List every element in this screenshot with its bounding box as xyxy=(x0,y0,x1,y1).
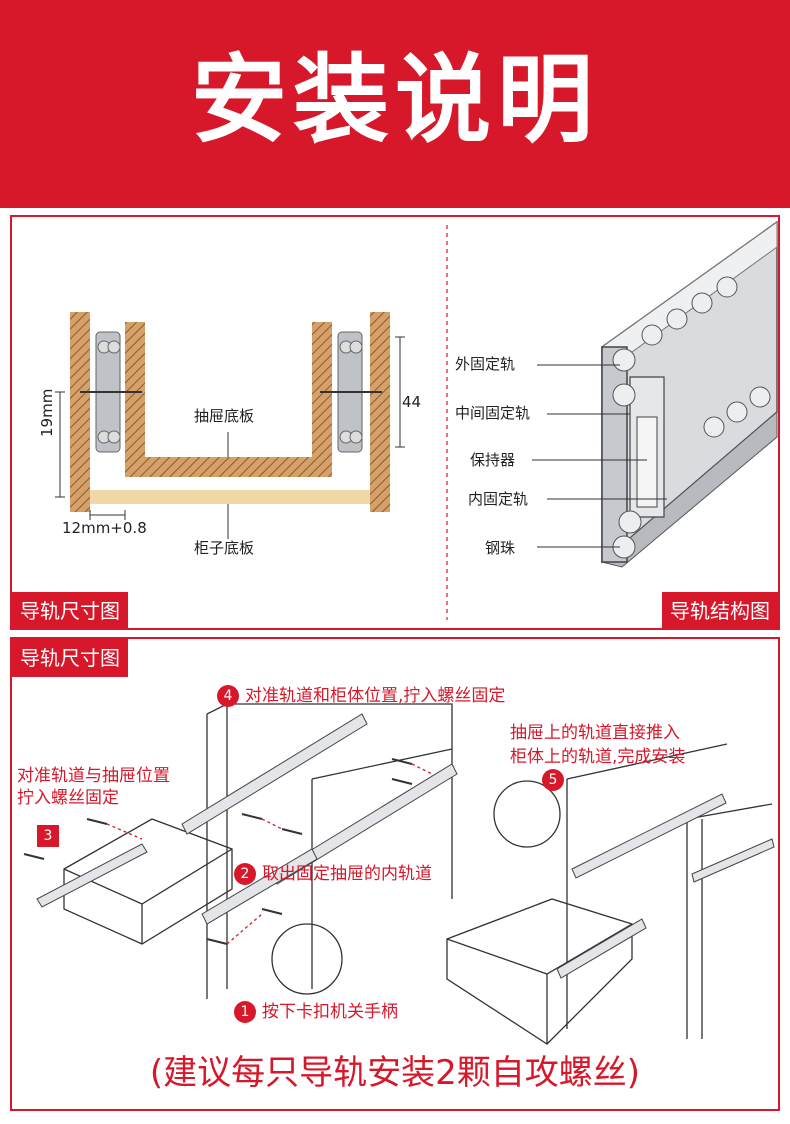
step-3-number: 3 xyxy=(37,825,59,847)
step-2-text: 取出固定抽屉的内轨道 xyxy=(262,864,432,884)
height-44-label: 44 xyxy=(402,393,422,411)
height-19-label: 19mm xyxy=(38,388,56,437)
step-3-line2: 拧入螺丝固定 xyxy=(17,788,119,808)
rail-diagram-panel: 抽屉底板 柜子底板 19mm 44 12mm+0.8 外固定轨 中间固定轨 保持… xyxy=(10,215,780,630)
width-label: 12mm+0.8 xyxy=(62,519,147,537)
step-2-number: 2 xyxy=(234,863,256,885)
drawer-bottom-label: 抽屉底板 xyxy=(194,407,255,425)
part-label-retainer: 保持器 xyxy=(470,451,516,469)
part-label-inner-rail: 内固定轨 xyxy=(468,490,529,508)
step-1: 1 按下卡扣机关手柄 xyxy=(234,997,398,1023)
step-5-line2: 柜体上的轨道,完成安装 xyxy=(510,747,686,767)
footer-note: (建议每只导轨安装2颗自攻螺丝) xyxy=(149,1053,641,1093)
step-5-number-badge: 5 xyxy=(542,769,570,791)
part-label-middle-rail: 中间固定轨 xyxy=(455,404,531,422)
installation-panel: 导轨尺寸图 xyxy=(10,637,780,1111)
part-label-outer-rail: 外固定轨 xyxy=(455,355,516,373)
step-1-text: 按下卡扣机关手柄 xyxy=(262,1002,398,1022)
rail-dimension-drawing xyxy=(55,312,405,539)
step-5-line1: 抽屉上的轨道直接推入 xyxy=(510,723,680,743)
step-3-line1: 对准轨道与抽屉位置 xyxy=(17,766,170,786)
step-3-text: 对准轨道与抽屉位置 拧入螺丝固定 xyxy=(17,765,170,809)
step-5-number: 5 xyxy=(542,769,564,791)
step-3-number-badge: 3 xyxy=(37,825,59,847)
step-4: 4 对准轨道和柜体位置,拧入螺丝固定 xyxy=(217,681,505,707)
step-4-number: 4 xyxy=(217,685,239,707)
install-tag: 导轨尺寸图 xyxy=(12,639,128,677)
step-5-text: 抽屉上的轨道直接推入 柜体上的轨道,完成安装 xyxy=(510,721,685,769)
cabinet-bottom-label: 柜子底板 xyxy=(194,539,255,557)
header-banner: 安装说明 xyxy=(0,0,790,208)
part-label-steel-ball: 钢珠 xyxy=(485,539,516,557)
step-2: 2 取出固定抽屉的内轨道 xyxy=(234,859,432,885)
step-4-text: 对准轨道和柜体位置,拧入螺丝固定 xyxy=(245,686,506,706)
panel-divider xyxy=(446,225,448,620)
page-title: 安装说明 xyxy=(191,44,599,156)
installation-drawing xyxy=(23,703,775,1045)
dimension-tag: 导轨尺寸图 xyxy=(12,592,128,630)
step-1-number: 1 xyxy=(234,1001,256,1023)
rail-structure-drawing xyxy=(532,220,778,568)
structure-tag: 导轨结构图 xyxy=(662,592,778,630)
